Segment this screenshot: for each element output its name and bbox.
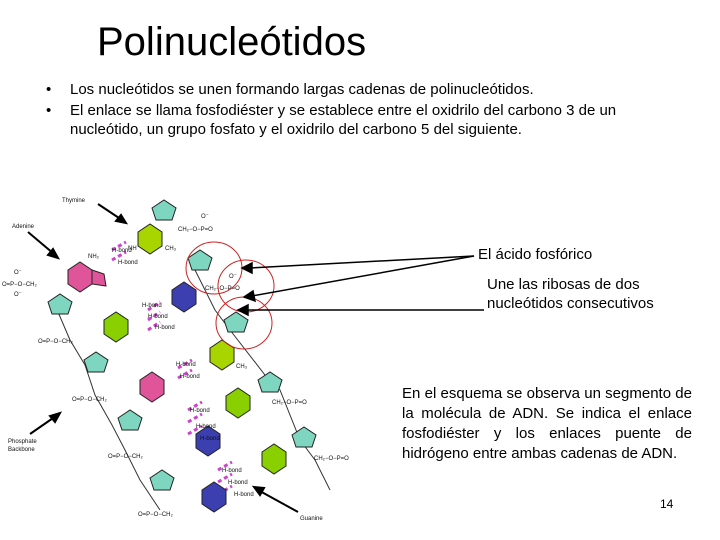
phosphate-group-label: O=P−O−CH₂	[72, 397, 108, 403]
cytosine-base	[171, 281, 197, 313]
phosphate-group-label: O=P−O−CH₂	[108, 454, 144, 460]
methyl-label: CH₃	[236, 364, 248, 370]
hbond-label: H-bond	[222, 468, 242, 474]
thymine-label: Thymine	[62, 198, 86, 204]
dna-diagram: Thymine Adenine Phosphate Backbone Guani…	[2, 198, 349, 522]
bases	[67, 223, 287, 513]
bullet-item: El enlace se llama fosfodiéster y se est…	[40, 101, 690, 139]
oxygen-label: O⁻	[14, 292, 22, 298]
phosphate-group-label: CH₂−O−P=O	[178, 227, 213, 233]
backbone-label: Backbone	[8, 447, 35, 453]
oxygen-label: O⁻	[229, 274, 237, 280]
slide-title: Polinucleótidos	[97, 20, 367, 64]
annotation-ribosas: Une las ribosas de dos nucleótidos conse…	[487, 276, 654, 312]
oxygen-label: O⁻	[14, 270, 22, 276]
hbond-label: H-bond	[142, 303, 162, 309]
thymine-base	[209, 339, 235, 371]
phosphate-label: Phosphate	[8, 439, 37, 445]
phosphate-group-label: O=P−O−CH₂	[138, 512, 174, 518]
hbond-label: H-bond	[180, 374, 200, 380]
adenine-label: Adenine	[12, 224, 35, 230]
phosphate-group-label: CH₂−O−P=O	[272, 400, 307, 406]
hbond-label: H-bond	[190, 408, 210, 414]
bullet-item: Los nucleótidos se unen formando largas …	[40, 80, 690, 99]
methyl-label: CH₃	[165, 246, 177, 252]
nh-label: NH	[128, 246, 137, 252]
phosphate-group-label: CH₂−O−P=O	[205, 286, 240, 292]
hbond-label: H-bond	[176, 362, 196, 368]
page-number: 14	[660, 497, 674, 511]
hbond-label: H-bond	[148, 314, 168, 320]
adenine-base	[67, 261, 93, 293]
cytosine-base	[195, 425, 221, 457]
adenine-base	[91, 269, 107, 287]
phosphate-group-label: O=P−O−CH₂	[38, 339, 74, 345]
adenine-base	[139, 371, 165, 403]
hbond-label: H-bond	[200, 436, 220, 442]
hbond-label: H-bond	[196, 424, 216, 430]
hbond-label: H-bond	[118, 260, 138, 266]
hbond-label: H-bond	[112, 248, 132, 254]
hbond-label: H-bond	[234, 492, 254, 498]
diagram-arrows	[27, 203, 299, 513]
amine-label: NH₂	[88, 254, 100, 260]
hbond-label: H-bond	[155, 325, 175, 331]
thymine-base	[137, 223, 163, 255]
bullet-list: Los nucleótidos se unen formando largas …	[40, 80, 690, 141]
guanine-label: Guanine	[300, 516, 323, 522]
cytosine-base	[201, 481, 227, 513]
guanine-base	[103, 311, 129, 343]
phosphate-group-label: CH₂−O−P=O	[314, 456, 349, 462]
guanine-base	[261, 443, 287, 475]
hbond-label: H-bond	[228, 480, 248, 486]
annotation-acido-fosforico: El ácido fosfórico	[478, 246, 593, 263]
guanine-base	[225, 387, 251, 419]
explanation-paragraph: En el esquema se observa un segmento de …	[402, 385, 692, 462]
phosphate-group-label: O=P−O−CH₂	[2, 282, 38, 288]
oxygen-label: O⁻	[201, 214, 209, 220]
